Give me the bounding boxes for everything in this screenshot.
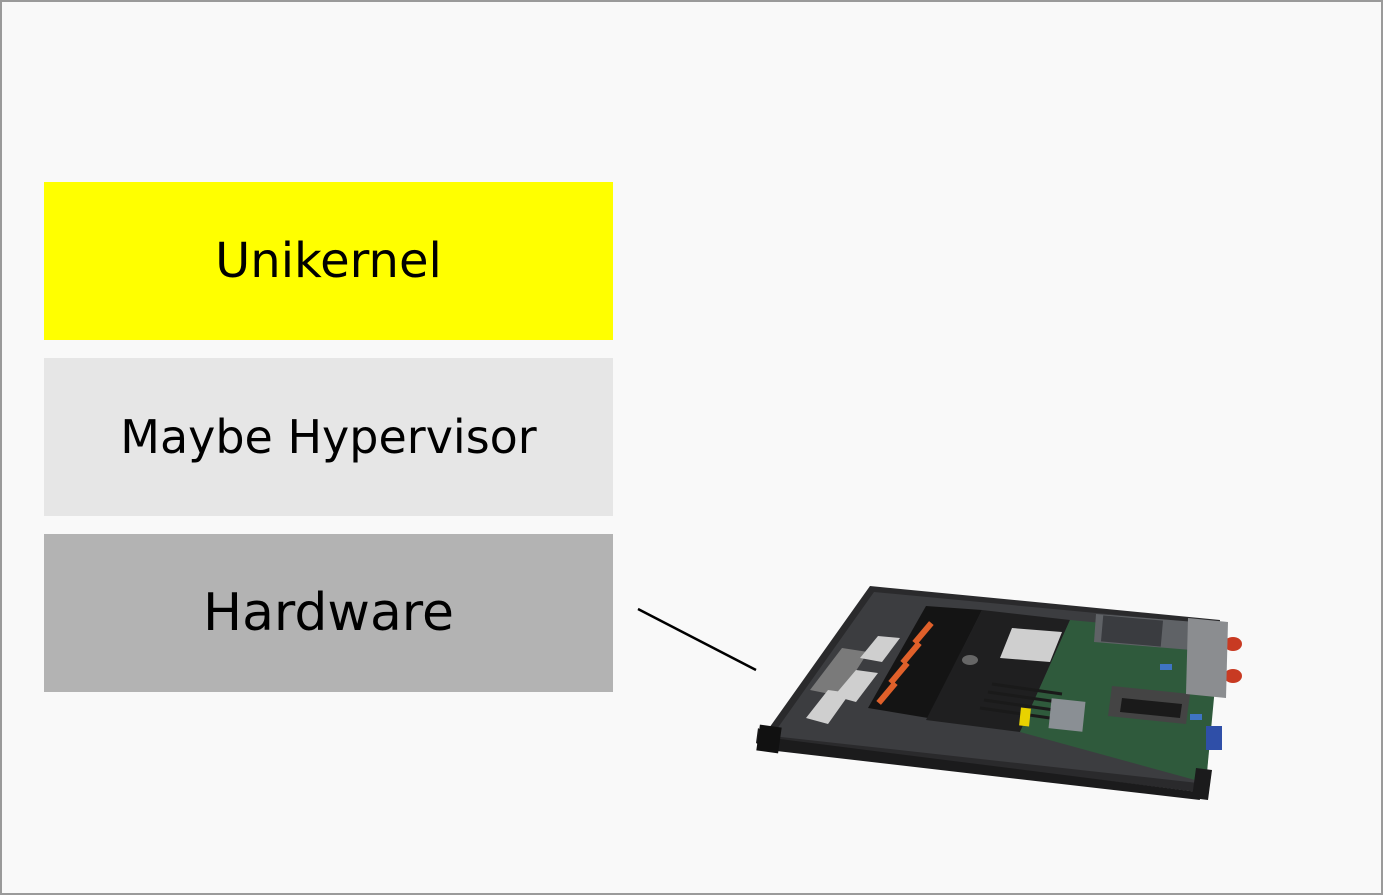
layer-hypervisor: Maybe Hypervisor bbox=[44, 358, 613, 516]
layer-hardware: Hardware bbox=[44, 534, 613, 692]
layer-hardware-label: Hardware bbox=[202, 583, 455, 643]
rack-server-icon bbox=[756, 586, 1242, 800]
layer-unikernel-label: Unikernel bbox=[215, 233, 442, 289]
layer-hypervisor-label: Maybe Hypervisor bbox=[120, 410, 537, 464]
layer-unikernel: Unikernel bbox=[44, 182, 613, 340]
